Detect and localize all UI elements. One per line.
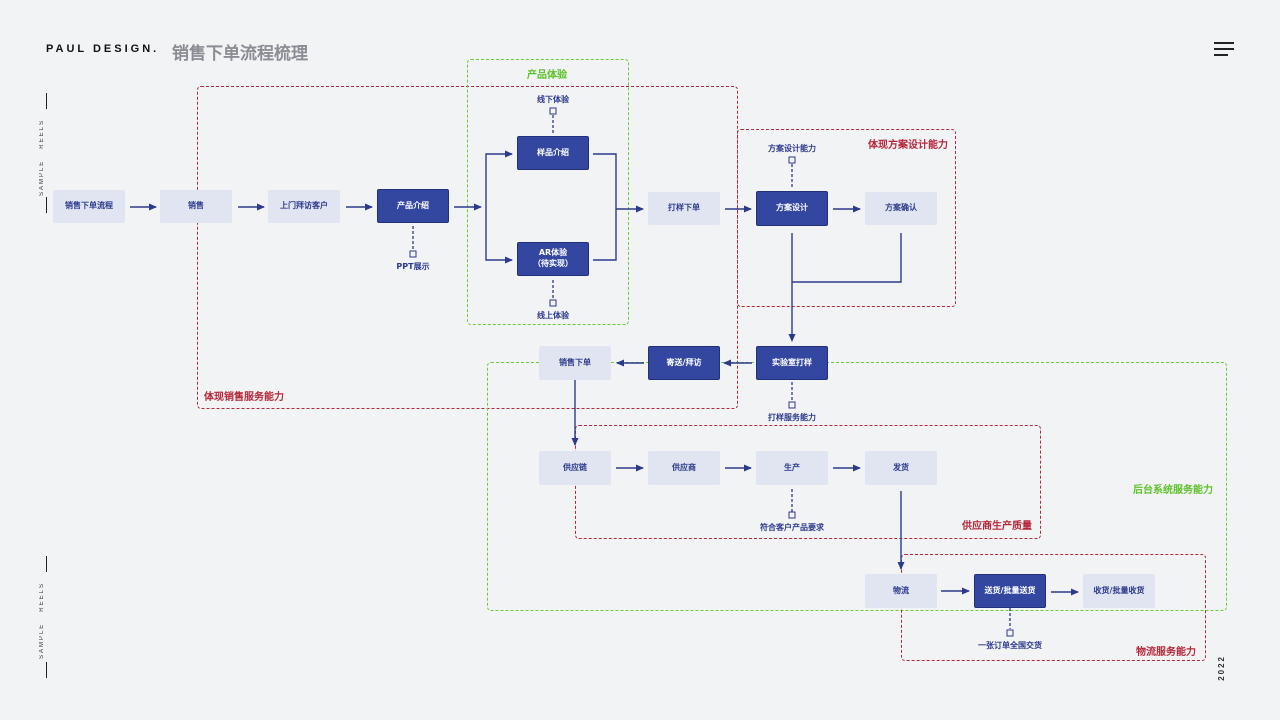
marker-offline	[549, 107, 557, 115]
node-logistics[interactable]: 物流	[865, 574, 937, 608]
node-solution-confirm[interactable]: 方案确认	[865, 192, 937, 225]
node-product-intro[interactable]: 产品介绍	[377, 189, 449, 223]
region-label-supplier-quality: 供应商生产质量	[962, 521, 1032, 532]
side-reel-bottom: SAMPLE REELS	[36, 556, 56, 681]
region-label-product-experience: 产品体验	[527, 70, 567, 81]
node-visit-customer[interactable]: 上门拜访客户	[268, 190, 340, 223]
region-label-sales-service: 体现销售服务能力	[204, 392, 284, 403]
region-backend-service	[487, 362, 1227, 611]
region-label-backend-service: 后台系统服务能力	[1133, 485, 1213, 496]
node-lab-sample[interactable]: 实验室打样	[756, 346, 828, 380]
marker-design-capability	[788, 156, 796, 164]
node-shipping[interactable]: 发货	[865, 451, 937, 485]
node-supply-chain[interactable]: 供应链	[539, 451, 611, 485]
node-sales[interactable]: 销售	[160, 190, 232, 223]
marker-meets-requirements	[788, 511, 796, 519]
page-title: 销售下单流程梳理	[172, 44, 308, 64]
node-sales-order[interactable]: 销售下单	[539, 346, 611, 380]
node-sample-intro[interactable]: 样品介绍	[517, 136, 589, 170]
region-label-solution-design: 体现方案设计能力	[868, 140, 948, 151]
annotation-meets-requirements: 符合客户产品要求	[760, 523, 824, 532]
marker-nationwide-delivery	[1006, 629, 1014, 637]
annotation-sampling-capability: 打样服务能力	[768, 413, 816, 422]
node-solution-design[interactable]: 方案设计	[756, 191, 828, 226]
annotation-design-capability: 方案设计能力	[768, 144, 816, 153]
node-order-flow[interactable]: 销售下单流程	[53, 190, 125, 223]
node-production[interactable]: 生产	[756, 451, 828, 485]
region-product-experience	[467, 59, 629, 325]
node-delivery[interactable]: 送货/批量送货	[974, 574, 1046, 608]
region-label-logistics-service: 物流服务能力	[1136, 647, 1196, 658]
node-ar-experience[interactable]: AR体验 （待实现）	[517, 242, 589, 276]
side-reel-top: SAMPLE REELS	[36, 93, 56, 218]
annotation-ppt: PPT展示	[396, 262, 430, 271]
menu-icon[interactable]	[1214, 42, 1234, 58]
annotation-nationwide-delivery: 一张订单全国交货	[978, 641, 1042, 650]
marker-online	[549, 299, 557, 307]
brand-logo: PAUL DESIGN.	[46, 43, 160, 55]
node-receipt[interactable]: 收货/批量收货	[1083, 574, 1155, 608]
node-sample-order[interactable]: 打样下单	[648, 192, 720, 225]
node-supplier[interactable]: 供应商	[648, 451, 720, 485]
marker-sampling-capability	[788, 401, 796, 409]
region-solution-design	[737, 129, 956, 307]
annotation-online: 线上体验	[537, 311, 569, 320]
marker-ppt	[409, 250, 417, 258]
annotation-offline: 线下体验	[537, 95, 569, 104]
node-deliver-visit[interactable]: 寄送/拜访	[648, 346, 720, 380]
